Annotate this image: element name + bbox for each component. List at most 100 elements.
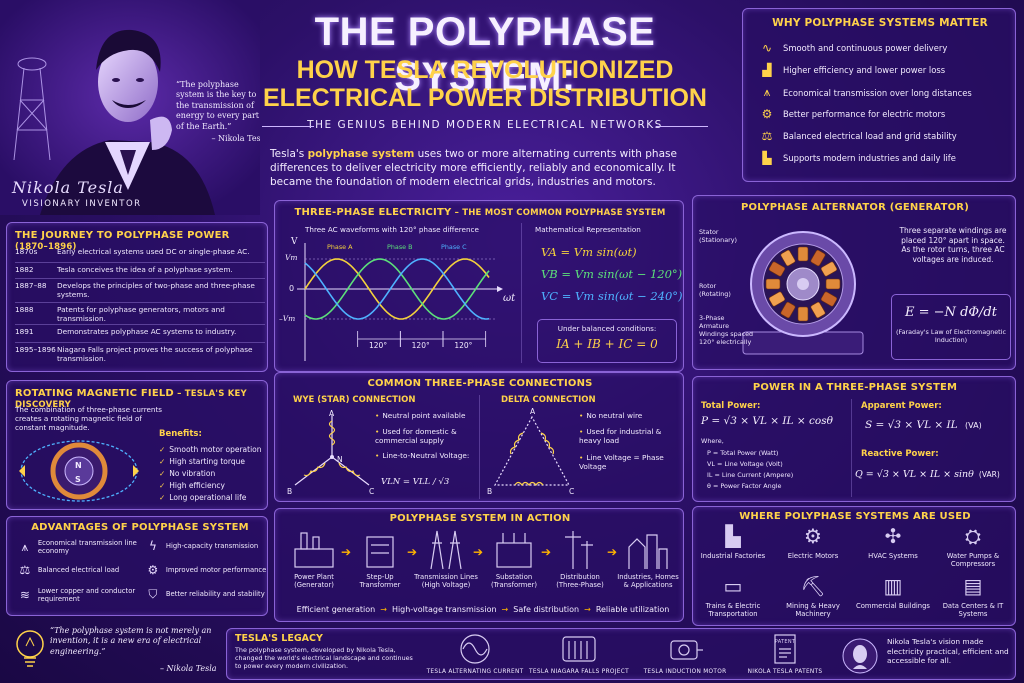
reactive-power-unit: (VAR) [978, 470, 1000, 479]
building-icon: ▥ [883, 574, 903, 598]
apparent-power-formula: S = √3 × VL × IL [865, 419, 958, 431]
armature-coils [765, 246, 841, 322]
use-item: ⛏Mining & Heavy Machinery [771, 573, 855, 618]
equation-b: VB = Vm sin(ωt − 120°) [541, 267, 683, 281]
action-step: Distribution (Three-Phase) [547, 527, 613, 589]
windings-label: 3-Phase Armature Windings spaced 120° el… [699, 314, 754, 346]
action-panel: POLYPHASE SYSTEM IN ACTION Power Plant (… [274, 508, 684, 622]
equation-c: VC = Vm sin(ωt − 240°) [541, 289, 683, 303]
advantages-title: ADVANTAGES OF POLYPHASE SYSTEM [31, 522, 249, 533]
intro-post: uses two or more alternating currents wi… [270, 148, 677, 188]
connections-divider [479, 395, 480, 499]
legacy-item: TESLA ALTERNATING CURRENT [423, 633, 527, 675]
timeline-year: 1887–88 [15, 281, 47, 290]
connections-title: COMMON THREE-PHASE CONNECTIONS [367, 378, 593, 389]
wye-diagram [294, 415, 370, 486]
legacy-closing: Nikola Tesla's vision made electricity p… [887, 637, 1009, 666]
uses-panel: WHERE POLYPHASE SYSTEMS ARE USED ▙Indust… [692, 506, 1016, 626]
use-item-label: Industrial Factories [700, 552, 766, 560]
footer-arrow-icon: → [501, 605, 509, 614]
three-phase-panel: THREE-PHASE ELECTRICITY – THE MOST COMMO… [274, 200, 684, 372]
benefit-item: No vibration [159, 469, 215, 478]
bottom-quote-text: “The polyphase system is not merely an i… [50, 626, 212, 656]
why-item-text: Better performance for electric motors [783, 109, 946, 119]
advantage-item: ⚖Balanced electrical load [15, 563, 145, 577]
phase-a-label: Phase A [327, 243, 353, 251]
armature-coil [820, 291, 838, 307]
timeline-text: Patents for polyphase generators, motors… [57, 305, 225, 324]
field-arrow-right [133, 465, 139, 477]
use-item: ▙Industrial Factories [691, 523, 775, 560]
timeline-text: Develops the principles of two-phase and… [57, 281, 255, 300]
delta-diagram [493, 415, 571, 487]
legacy-item: PATENT NIKOLA TESLA PATENTS [733, 633, 837, 675]
waveform-chart [297, 243, 503, 361]
axis-wt-label: ωt [503, 293, 516, 304]
wye-point-text: Line-to-Neutral Voltage: [382, 451, 470, 460]
use-item: ▥Commercial Buildings [851, 573, 935, 610]
main-title-line1: THE POLYPHASE SYSTEM: [314, 10, 656, 99]
legacy-item-label: NIKOLA TESLA PATENTS [747, 669, 823, 675]
delta-label-c: C [569, 487, 575, 496]
use-item-label: Water Pumps & Compressors [946, 552, 1000, 569]
balanced-label: Under balanced conditions: [557, 324, 657, 333]
why-item: ⩚Economical transmission over long dista… [757, 85, 1011, 100]
axis-vm-label: Vm [285, 253, 298, 262]
bullet-icon: • [375, 427, 380, 436]
armature-coil [825, 278, 841, 290]
flow-arrow-icon: ➔ [407, 545, 418, 559]
delta-title: DELTA CONNECTION [501, 395, 596, 405]
bar-chart-icon: ▟ [762, 63, 772, 77]
rotor-shaft [797, 278, 809, 290]
phase-a-wave [304, 258, 490, 320]
patent-document-icon: PATENT [774, 634, 796, 664]
uses-title: WHERE POLYPHASE SYSTEMS ARE USED [739, 511, 971, 522]
advantage-text: Economical transmission line economy [37, 539, 137, 556]
use-item-label: Data Centers & IT Systems [942, 602, 1004, 619]
transformer-icon [366, 536, 394, 568]
why-item-text: Economical transmission over long distan… [783, 87, 972, 98]
timeline-separator [15, 342, 265, 343]
scale-icon: ⚖ [19, 563, 31, 577]
benefits-title: Benefits: [159, 429, 202, 439]
action-footer-item: High-voltage transmission [391, 605, 497, 614]
delta-label-a: A [530, 407, 536, 416]
shield-icon: ⛉ [148, 587, 158, 601]
total-power-title: Total Power: [701, 401, 761, 411]
scale-icon: ⚖ [761, 129, 773, 143]
apparent-power-formula-row: S = √3 × VL × IL (VA) [865, 419, 982, 431]
rmf-title: ROTATING MAGNETIC FIELD – TESLA'S KEY DI… [15, 388, 265, 410]
flow-arrow-icon: ➔ [341, 545, 352, 559]
balanced-box: Under balanced conditions: IA + IB + IC … [537, 319, 677, 363]
tesla-medallion-icon [842, 638, 878, 674]
alternator-title: POLYPHASE ALTERNATOR (GENERATOR) [741, 202, 969, 213]
journey-title-years: (1870–1896) [15, 242, 77, 252]
wye-point-text: Used for domestic & commercial supply [375, 427, 457, 446]
intro-bold: polyphase system [307, 148, 415, 160]
armature-coil [768, 291, 786, 307]
delta-point-text: Line Voltage = Phase Voltage [579, 453, 664, 472]
advantages-panel: ADVANTAGES OF POLYPHASE SYSTEM ⩚Economic… [6, 516, 268, 616]
waterfall-icon [562, 636, 596, 662]
phase-spacing-label: 120° [454, 341, 473, 350]
timeline-year: 1895–1896 [15, 345, 56, 354]
armature-coil [797, 246, 809, 262]
wye-point: •Neutral point available [375, 411, 475, 420]
legacy-item: TESLA INDUCTION MOTOR [633, 633, 737, 675]
phase-c-wave [304, 258, 490, 320]
journey-title-text: THE JOURNEY TO POLYPHASE POWER [15, 230, 230, 241]
train-icon: ▭ [723, 574, 743, 598]
timeline-separator [15, 324, 265, 325]
action-footer-item: Reliable utilization [595, 605, 670, 614]
why-item-text: Higher efficiency and lower power loss [783, 65, 946, 75]
use-item: ▭Trains & Electric Transportation [691, 573, 775, 618]
benefit-item: Long operational life [159, 493, 246, 502]
sine-wave-icon [460, 634, 490, 664]
reactive-power-formula-row: Q = √3 × VL × IL × sinθ (VAR) [855, 469, 1000, 480]
action-footer: Efficient generation→High-voltage transm… [283, 605, 683, 614]
title-line3-text: ELECTRICAL POWER DISTRIBUTION [263, 84, 707, 112]
action-step: Power Plant (Generator) [281, 527, 347, 589]
journey-title: THE JOURNEY TO POLYPHASE POWER (1870–189… [15, 230, 265, 252]
